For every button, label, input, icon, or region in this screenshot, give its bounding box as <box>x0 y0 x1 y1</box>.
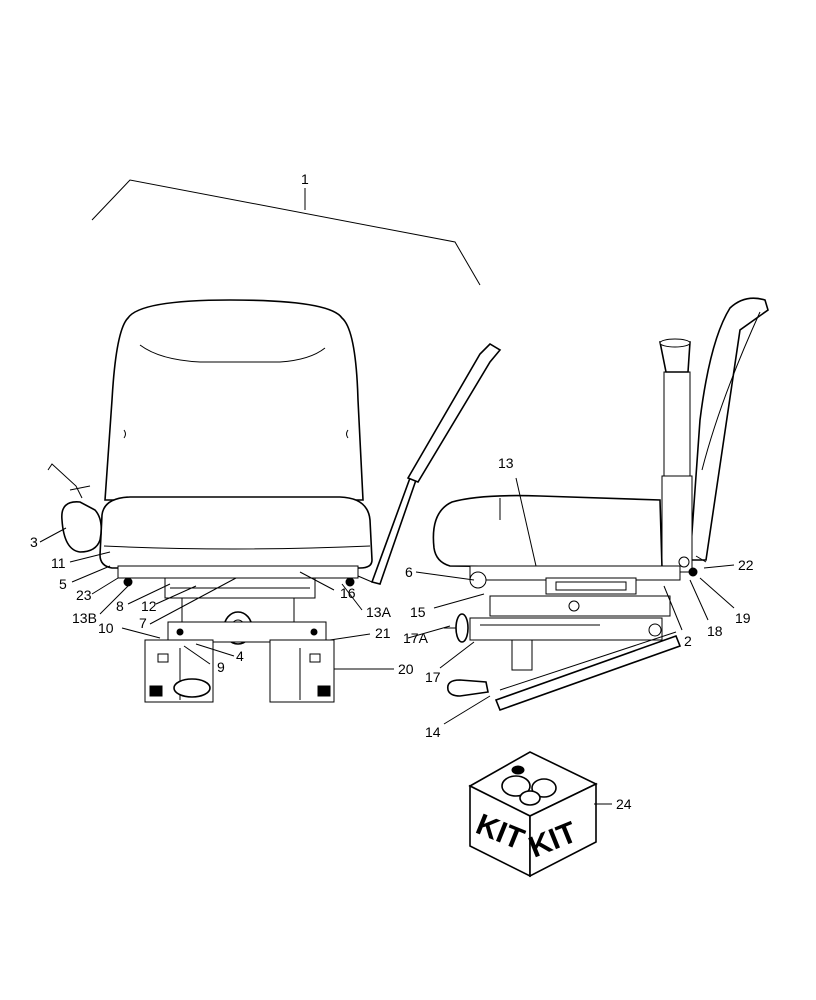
callout-15: 15 <box>410 604 426 620</box>
kit-box-right-face <box>529 782 597 878</box>
side-view-seat <box>432 297 769 712</box>
side-adjust-knob <box>455 613 469 643</box>
side-headrest-post <box>663 371 691 481</box>
leader-lines <box>39 477 735 805</box>
front-cushion <box>99 496 373 569</box>
side-backrest <box>689 297 769 561</box>
callout-13a: 13A <box>366 604 392 620</box>
callout-6: 6 <box>405 564 413 580</box>
callout-16: 16 <box>340 585 356 601</box>
callout-2: 2 <box>684 633 692 649</box>
callout-23: 23 <box>76 587 92 603</box>
front-view-seat <box>47 299 502 703</box>
callout-21: 21 <box>375 625 391 641</box>
callout-7: 7 <box>139 615 147 631</box>
side-base-rail <box>494 634 682 712</box>
assembly-bracket <box>91 179 481 286</box>
side-handle <box>446 679 489 697</box>
side-adjuster <box>545 577 637 595</box>
front-belt-buckle <box>61 501 102 553</box>
side-cushion <box>432 494 663 569</box>
callout-19: 19 <box>735 610 751 626</box>
callout-14: 14 <box>425 724 441 740</box>
front-seat-rail <box>117 565 359 579</box>
callout-8: 8 <box>116 598 124 614</box>
callout-3: 3 <box>30 534 38 550</box>
callout-13b: 13B <box>72 610 97 626</box>
callout-labels: 1 13 3 11 5 23 8 12 13B 7 10 4 9 16 13A … <box>30 171 754 812</box>
callout-4: 4 <box>236 648 244 664</box>
callout-17: 17 <box>425 669 441 685</box>
callout-18: 18 <box>707 623 723 639</box>
front-lower-plate <box>167 621 327 643</box>
side-rail-roller <box>469 571 487 589</box>
callout-13: 13 <box>498 455 514 471</box>
callout-5: 5 <box>59 576 67 592</box>
callout-1: 1 <box>301 171 309 187</box>
callout-17a: 17A <box>403 630 429 646</box>
callout-12: 12 <box>141 598 157 614</box>
kit-box: KIT KIT <box>468 751 598 878</box>
front-pedal <box>173 678 211 698</box>
front-backrest <box>104 299 364 501</box>
callout-24: 24 <box>616 796 632 812</box>
callout-11: 11 <box>51 555 66 571</box>
side-slide-arm <box>469 617 663 641</box>
callout-10: 10 <box>98 620 114 636</box>
callout-22: 22 <box>738 557 754 573</box>
callout-20: 20 <box>398 661 414 677</box>
callout-9: 9 <box>217 659 225 675</box>
